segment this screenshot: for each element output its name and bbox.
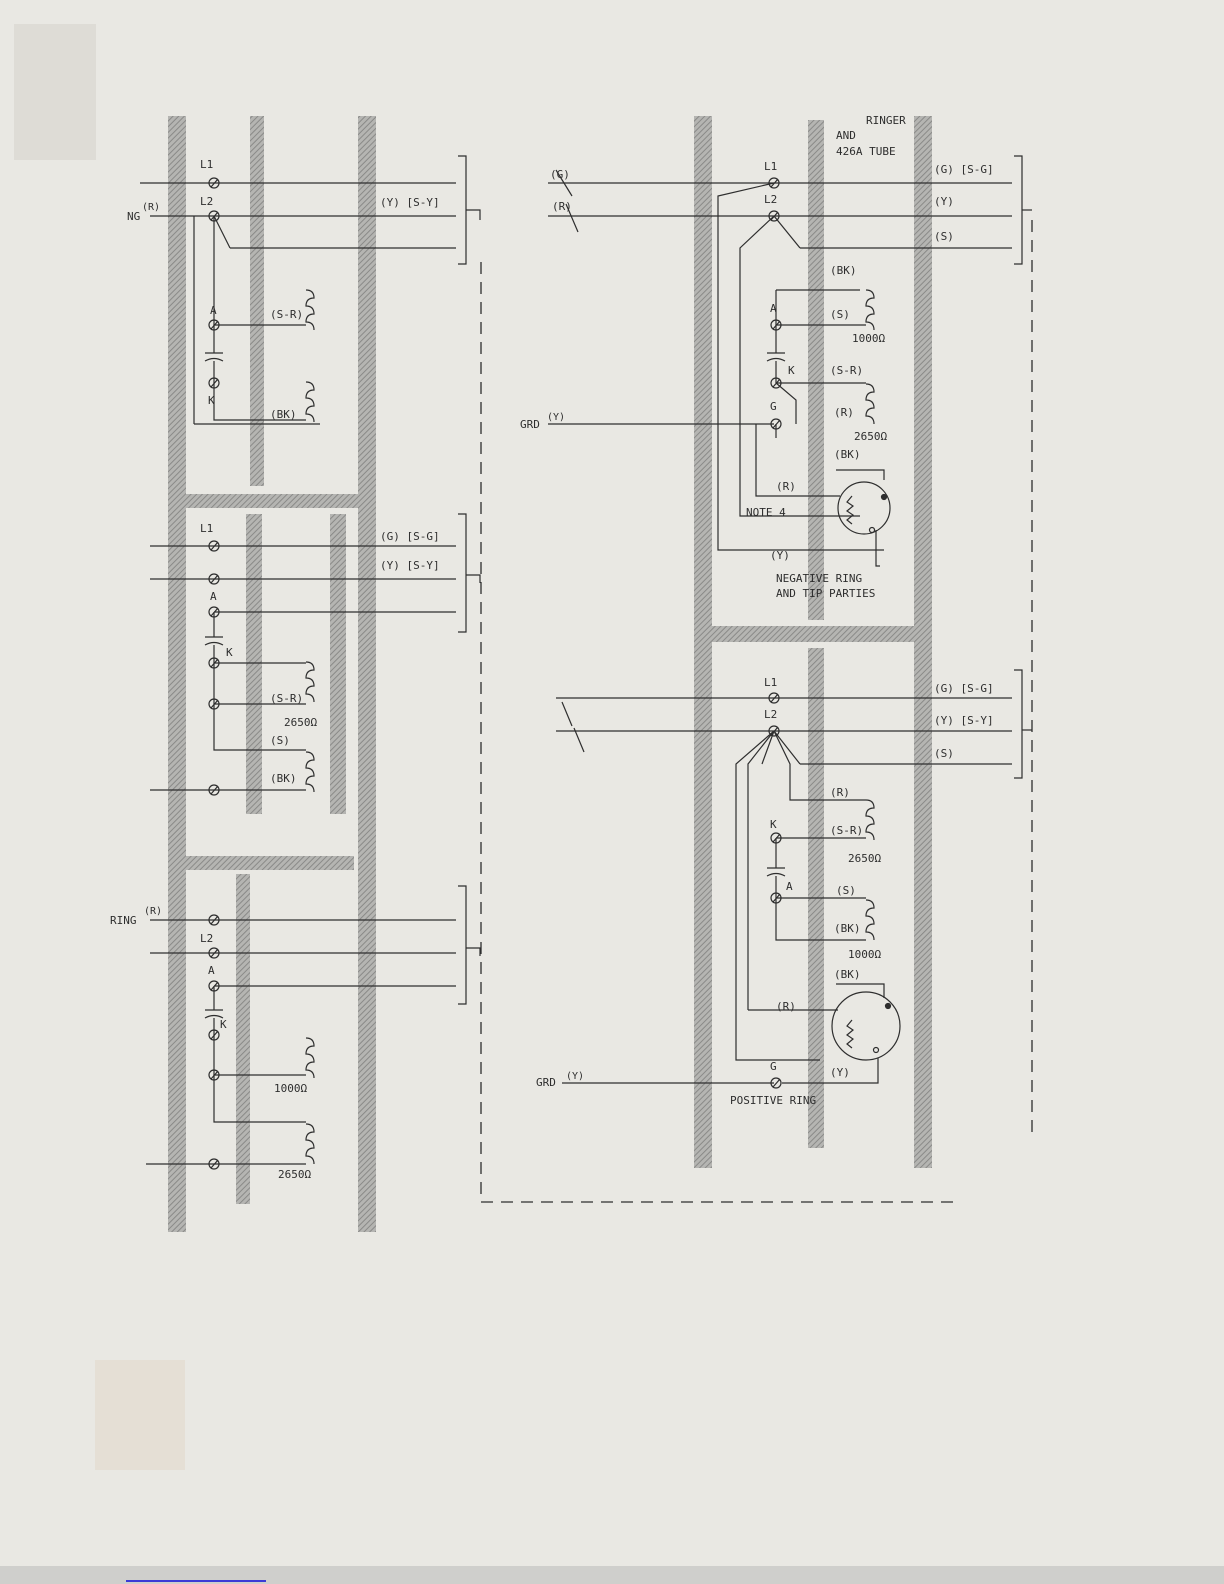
tube-y-label: (Y) xyxy=(830,1066,850,1079)
terminal-a-label: A xyxy=(786,880,793,893)
terminal-k-label: K xyxy=(208,394,215,407)
left-bottom-panel xyxy=(146,885,481,1165)
lead-in-label: RING xyxy=(110,914,137,927)
top-lead1-label: (G) xyxy=(550,168,570,181)
coil1-label: (S-R) xyxy=(830,824,863,837)
right-bottom-panel xyxy=(735,669,1032,1084)
header-line3: 426A TUBE xyxy=(836,145,896,158)
caption-line2: AND TIP PARTIES xyxy=(776,587,875,600)
line1-label: (G) [S-G] xyxy=(380,530,440,543)
coil2-value: 2650Ω xyxy=(278,1168,311,1181)
grd-label: GRD xyxy=(520,418,540,431)
terminal-l2-label: L2 xyxy=(764,708,777,721)
coil2-top-label: (S-R) xyxy=(830,364,863,377)
coil1-value: 2650Ω xyxy=(848,852,881,865)
terminal-l2-label: L2 xyxy=(764,193,777,206)
r-label: (R) xyxy=(830,786,850,799)
left-middle-labels: L1 A K (G) [S-G] (Y) [S-Y] (S-R) 2650Ω (… xyxy=(200,522,440,785)
coil2-value: 1000Ω xyxy=(848,948,881,961)
lead-in-color: (R) xyxy=(144,906,162,917)
right-bottom-terminals xyxy=(768,692,892,1089)
right-top-terminals xyxy=(768,177,888,534)
right-top-panel xyxy=(717,155,1032,567)
line2-label: (Y) [S-Y] xyxy=(380,559,440,572)
terminal-k-label: K xyxy=(788,364,795,377)
line3-label: (S) xyxy=(934,230,954,243)
left-top-terminals xyxy=(208,177,220,389)
line1-label: (G) [S-G] xyxy=(934,163,994,176)
terminal-g-label: G xyxy=(770,400,777,413)
terminal-l1-label: L1 xyxy=(200,522,213,535)
terminal-g-label: G xyxy=(770,1060,777,1073)
note-label: NOTE 4 xyxy=(746,506,786,519)
header-line1: RINGER xyxy=(866,114,906,127)
lead-in-label: NG xyxy=(127,210,140,223)
coil2-label: (BK) xyxy=(270,408,297,421)
terminal-a-label: A xyxy=(208,964,215,977)
grd2-label: GRD xyxy=(536,1076,556,1089)
terminal-a-label: A xyxy=(210,304,217,317)
coil2-label: (R) xyxy=(834,406,854,419)
page-edge-shadow xyxy=(14,24,96,160)
coil1-label: (S-R) xyxy=(270,308,303,321)
center-labels: (G) (R) GRD (Y) GRD (Y) xyxy=(520,168,584,1089)
coil2-value: 2650Ω xyxy=(854,430,887,443)
dashed-enclosure xyxy=(480,220,1033,1203)
coil1-value: 1000Ω xyxy=(852,332,885,345)
line2-label: (Y) [S-Y] xyxy=(934,714,994,727)
right-bottom-labels: L1 L2 K A G (G) [S-G] (Y) [S-Y] (S) (R) … xyxy=(730,676,994,1107)
terminal-k-label: K xyxy=(770,818,777,831)
scanner-footer-strip xyxy=(0,1566,1224,1584)
caption-label: POSITIVE RING xyxy=(730,1094,816,1107)
footer-link-underline[interactable] xyxy=(126,1580,266,1582)
center-leads xyxy=(548,169,774,1084)
tube-r-label: (R) xyxy=(776,480,796,493)
lead-in-color: (R) xyxy=(142,202,160,213)
left-middle-terminals xyxy=(208,540,220,796)
coil1-label: (S) xyxy=(830,308,850,321)
coil2-top-label: (S) xyxy=(836,884,856,897)
bk-label: (BK) xyxy=(830,264,857,277)
terminal-l1-label: L1 xyxy=(764,676,777,689)
left-terminal-strips xyxy=(168,116,376,1232)
line2-label: (Y) [S-Y] xyxy=(380,196,440,209)
top-lead2-label: (R) xyxy=(552,200,572,213)
left-bottom-labels: RING (R) L2 A K 1000Ω 2650Ω xyxy=(110,906,311,1181)
line3-label: (S) xyxy=(934,747,954,760)
coil1-value: 1000Ω xyxy=(274,1082,307,1095)
coil1-value: 2650Ω xyxy=(284,716,317,729)
coil2-label: (BK) xyxy=(834,922,861,935)
terminal-a-label: A xyxy=(770,302,777,315)
line1-label: (G) [S-G] xyxy=(934,682,994,695)
line2-label: (Y) xyxy=(934,195,954,208)
right-top-labels: RINGER AND 426A TUBE L1 L2 A K G (G) [S-… xyxy=(746,114,994,600)
coil2-top-label: (S) xyxy=(270,734,290,747)
tube-bk-label: (BK) xyxy=(834,968,861,981)
terminal-l2-label: L2 xyxy=(200,195,213,208)
terminal-l1-label: L1 xyxy=(764,160,777,173)
coil1-label: (S-R) xyxy=(270,692,303,705)
page-stain xyxy=(95,1360,185,1470)
grd2-color: (Y) xyxy=(566,1071,584,1082)
terminal-k-label: K xyxy=(226,646,233,659)
terminal-l2-label: L2 xyxy=(200,932,213,945)
left-middle-panel xyxy=(150,513,481,793)
terminal-k-label: K xyxy=(220,1018,227,1031)
coil2-label: (BK) xyxy=(270,772,297,785)
caption-line1: NEGATIVE RING xyxy=(776,572,862,585)
left-top-labels: L1 L2 A K NG (R) (Y) [S-Y] (S-R) (BK) xyxy=(127,158,440,421)
terminal-l1-label: L1 xyxy=(200,158,213,171)
header-line2: AND xyxy=(836,129,856,142)
right-terminal-strips xyxy=(694,116,932,1168)
tube-r-label: (R) xyxy=(776,1000,796,1013)
grd-color: (Y) xyxy=(547,412,565,423)
left-bottom-terminals xyxy=(208,914,220,1170)
tube-y-label: (Y) xyxy=(770,549,790,562)
tube-bk-label: (BK) xyxy=(834,448,861,461)
terminal-a-label: A xyxy=(210,590,217,603)
